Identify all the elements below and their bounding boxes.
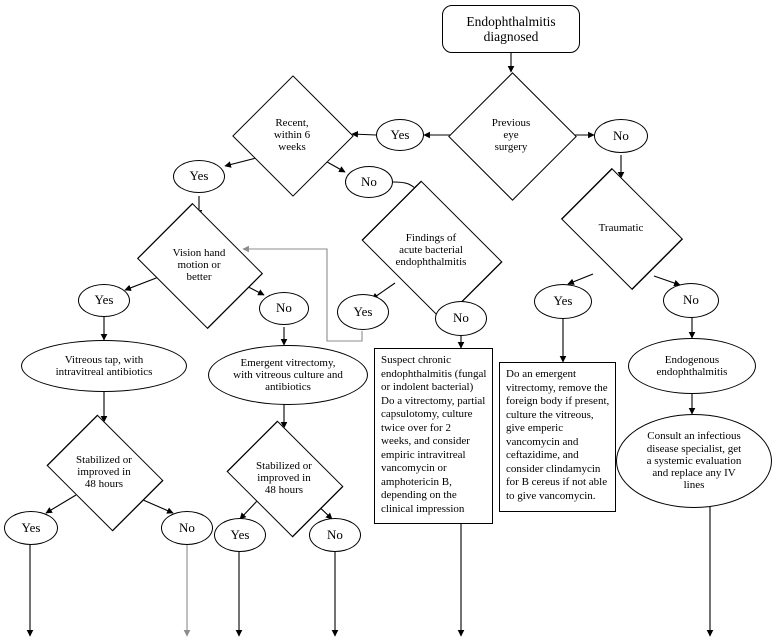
node-previous-eye-surgery[interactable]: Previous eye surgery (441, 71, 581, 201)
node-stabilized-left-yes-label: Yes (21, 519, 41, 535)
node-vision-no[interactable]: No (259, 292, 309, 325)
node-findings-no[interactable]: No (435, 301, 487, 336)
note-suspect-chronic-endophthalmitis-label: Suspect chronic endophthalmitis (fungal … (381, 354, 487, 515)
node-traumatic-label: Traumatic (598, 221, 644, 234)
node-traumatic-yes-label: Yes (553, 293, 573, 309)
node-findings-yes[interactable]: Yes (337, 294, 389, 330)
node-stabilized-right-yes-label: Yes (230, 526, 250, 542)
node-vision-hand-motion-label: Vision hand motion or better (172, 246, 226, 284)
node-findings-acute-bacterial[interactable]: Findings of acute bacterial endophthalmi… (349, 180, 513, 322)
node-start-label: Endophthalmitis diagnosed (466, 13, 556, 44)
node-previous-eye-surgery-yes[interactable]: Yes (376, 119, 424, 151)
node-recent-no[interactable]: No (345, 166, 393, 198)
node-start[interactable]: Endophthalmitis diagnosed (442, 5, 580, 53)
node-stabilized-left-label: Stabilized or improved in 48 hours (76, 453, 132, 491)
node-stabilized-left[interactable]: Stabilized or improved in 48 hours (38, 414, 170, 532)
node-stabilized-left-yes[interactable]: Yes (4, 511, 58, 545)
node-endogenous-endophthalmitis[interactable]: Endogenous endophthalmitis (628, 338, 756, 394)
node-previous-eye-surgery-label: Previous eye surgery (491, 116, 531, 154)
node-stabilized-left-no[interactable]: No (161, 511, 213, 545)
node-traumatic-no[interactable]: No (663, 283, 719, 318)
node-recent-within-6-weeks[interactable]: Recent, within 6 weeks (232, 75, 354, 197)
note-suspect-chronic-endophthalmitis[interactable]: Suspect chronic endophthalmitis (fungal … (374, 348, 493, 524)
node-recent-within-6-weeks-label: Recent, within 6 weeks (273, 116, 311, 154)
node-stabilized-right-yes[interactable]: Yes (214, 518, 266, 552)
node-emergent-vitrectomy-label: Emergent vitrectomy, with vitreous cultu… (233, 356, 343, 394)
note-do-an-emergent-vitrectomy-label: Do an emergent vitrectomy, remove the fo… (506, 368, 610, 502)
node-vision-yes-label: Yes (94, 292, 114, 308)
node-recent-yes-label: Yes (189, 168, 209, 184)
node-findings-no-label: No (453, 310, 469, 326)
note-do-an-emergent-vitrectomy[interactable]: Do an emergent vitrectomy, remove the fo… (499, 362, 616, 512)
node-vitreous-tap[interactable]: Vitreous tap, with intravitreal antibiot… (21, 340, 187, 392)
node-previous-eye-surgery-no[interactable]: No (594, 119, 648, 153)
node-recent-yes[interactable]: Yes (173, 160, 225, 193)
node-traumatic[interactable]: Traumatic (551, 167, 691, 291)
node-consult-id-specialist[interactable]: Consult an infectious disease specialist… (616, 414, 772, 508)
node-recent-no-label: No (361, 173, 377, 189)
node-previous-eye-surgery-no-label: No (613, 127, 629, 143)
node-stabilized-left-no-label: No (179, 519, 195, 535)
node-vision-no-label: No (276, 300, 292, 316)
node-vision-yes[interactable]: Yes (78, 284, 130, 317)
node-consult-id-specialist-label: Consult an infectious disease specialist… (646, 430, 742, 492)
node-traumatic-no-label: No (683, 292, 699, 308)
node-vitreous-tap-label: Vitreous tap, with intravitreal antibiot… (55, 353, 153, 378)
node-findings-acute-bacterial-label: Findings of acute bacterial endophthalmi… (395, 231, 467, 269)
node-stabilized-right-no-label: No (327, 526, 343, 542)
node-stabilized-right-no[interactable]: No (309, 518, 361, 552)
node-emergent-vitrectomy[interactable]: Emergent vitrectomy, with vitreous cultu… (208, 345, 368, 405)
node-stabilized-right[interactable]: Stabilized or improved in 48 hours (218, 420, 350, 538)
node-stabilized-right-label: Stabilized or improved in 48 hours (256, 459, 312, 497)
node-vision-hand-motion[interactable]: Vision hand motion or better (129, 202, 269, 330)
node-findings-yes-label: Yes (353, 303, 373, 319)
node-traumatic-yes[interactable]: Yes (534, 284, 592, 319)
node-previous-eye-surgery-yes-label: Yes (390, 126, 410, 142)
node-endogenous-endophthalmitis-label: Endogenous endophthalmitis (656, 353, 728, 378)
